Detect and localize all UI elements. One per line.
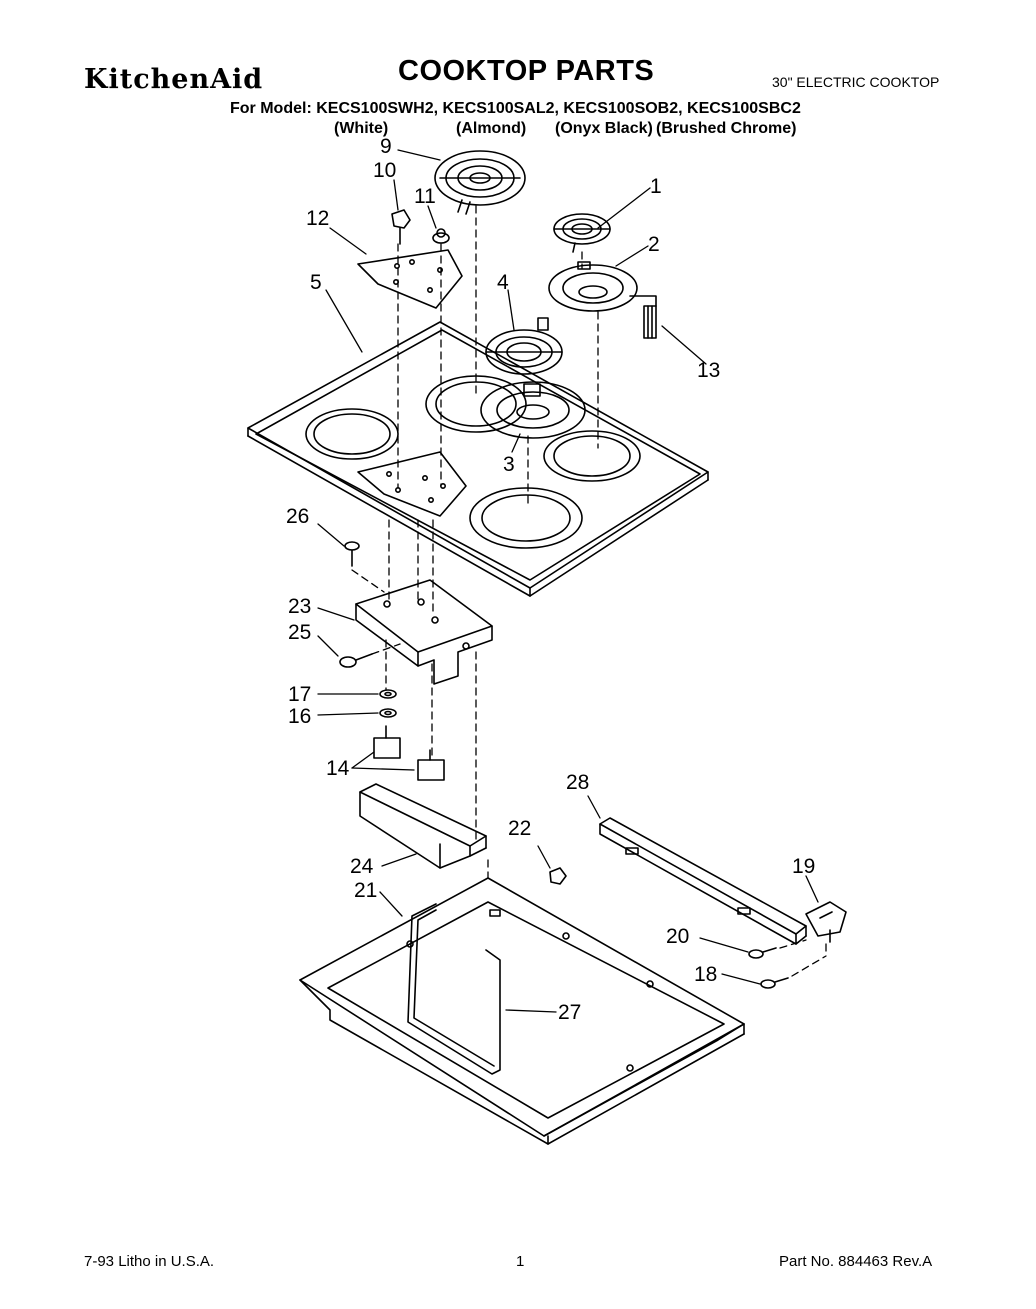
variant-onyx-black: (Onyx Black)	[555, 120, 653, 137]
surface-element-large-4	[485, 317, 563, 375]
callout-11: 11	[414, 185, 436, 208]
callout-22: 22	[508, 817, 532, 840]
screw-26	[344, 541, 360, 567]
callout-20: 20	[666, 925, 690, 948]
callout-16: 16	[288, 705, 312, 728]
callout-9: 9	[380, 135, 392, 158]
callout-5: 5	[310, 271, 322, 294]
switch-knob-10	[391, 209, 411, 245]
model-list: For Model: KECS100SWH2, KECS100SAL2, KEC…	[230, 100, 801, 117]
surface-element-small-1	[553, 213, 611, 253]
page-title: COOKTOP PARTS	[398, 55, 655, 87]
brand-logo: KitchenAid	[84, 64, 264, 95]
callout-21: 21	[354, 879, 378, 902]
callout-13: 13	[697, 359, 721, 382]
wiring-harness-27	[407, 903, 501, 1075]
cooktop-top-5	[247, 321, 709, 597]
front-rail-28	[599, 817, 807, 945]
nut-22	[549, 867, 567, 885]
switch-cover-24	[359, 783, 487, 869]
surface-element-large-9	[434, 150, 526, 215]
callout-24: 24	[350, 855, 374, 878]
callout-25: 25	[288, 621, 312, 644]
variant-brushed-chrome: (Brushed Chrome)	[656, 120, 797, 137]
callout-18: 18	[694, 963, 718, 986]
callout-3: 3	[503, 453, 515, 476]
screw-18	[760, 977, 789, 989]
callout-2: 2	[648, 233, 660, 256]
footer-page-number: 1	[516, 1253, 525, 1270]
washer-17	[379, 689, 397, 699]
clip-11	[432, 228, 450, 244]
variant-white: (White)	[334, 120, 389, 137]
variant-almond: (Almond)	[456, 120, 527, 137]
footer-print-info: 7-93 Litho in U.S.A.	[84, 1253, 215, 1270]
callout-28: 28	[566, 771, 590, 794]
connector-19	[805, 901, 847, 943]
callout-4: 4	[497, 271, 509, 294]
callout-12: 12	[306, 207, 330, 230]
leader-arrows	[317, 149, 819, 1013]
screw-20	[748, 947, 777, 959]
callout-10: 10	[373, 159, 397, 182]
footer-part-number: Part No. 884463 Rev.A	[779, 1253, 933, 1270]
assembly-lines	[351, 205, 827, 977]
terminal-block-13	[629, 295, 657, 339]
burner-box-21	[299, 877, 745, 1145]
callout-27: 27	[558, 1001, 582, 1024]
nut-16	[379, 708, 397, 718]
callout-17: 17	[288, 683, 312, 706]
drip-bowl-small-2	[548, 261, 638, 312]
callout-26: 26	[286, 505, 310, 528]
infinite-switch-14b	[417, 749, 445, 781]
callout-19: 19	[792, 855, 816, 878]
callout-14: 14	[326, 757, 350, 780]
control-plate-12	[357, 249, 463, 309]
screw-25	[339, 653, 373, 668]
callout-23: 23	[288, 595, 312, 618]
infinite-switch-14a	[373, 725, 401, 759]
callout-1: 1	[650, 175, 662, 198]
switch-bracket-23	[355, 579, 493, 685]
page-subtitle: 30" ELECTRIC COOKTOP	[772, 74, 940, 90]
